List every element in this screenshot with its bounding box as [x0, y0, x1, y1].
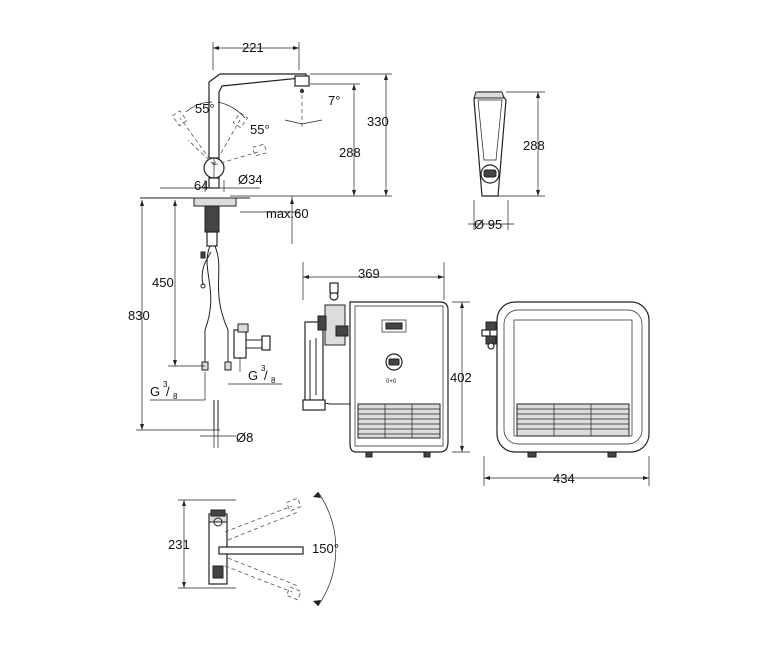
dim-hose-length: 450	[152, 275, 174, 290]
dim-top-depth: 231	[168, 537, 190, 552]
dim-front-height: 288	[523, 138, 545, 153]
thread-left-num: 3	[163, 380, 168, 389]
faucet-side-view: 221 55° 55° 7°	[128, 40, 392, 448]
angle-right: 55°	[250, 122, 270, 137]
dim-max-thickness: max.60	[266, 206, 309, 221]
dim-boiler-height: 402	[450, 370, 472, 385]
dim-boiler-width: 369	[358, 266, 380, 281]
spout-tilt: 7°	[328, 93, 340, 108]
thread-right-num: 3	[261, 364, 266, 373]
angle-left: 55°	[195, 101, 215, 116]
dim-swivel-angle: 150°	[312, 541, 339, 556]
dim-spout-reach: 221	[242, 40, 264, 55]
thread-right: G	[248, 368, 258, 383]
dim-chiller-width: 434	[553, 471, 575, 486]
dim-height-total: 330	[367, 114, 389, 129]
thread-right-den: 8	[271, 376, 276, 385]
dim-tube-diameter: Ø8	[236, 430, 253, 445]
dim-front-diameter: Ø 95	[474, 217, 502, 232]
boiler-unit: 369 0+0	[302, 262, 472, 458]
thread-left-den: 8	[173, 392, 178, 401]
dim-height-body: 288	[339, 145, 361, 160]
svg-text:/: /	[166, 384, 170, 399]
chiller-unit: 434	[481, 301, 650, 486]
boiler-badge: 0+0	[386, 379, 397, 385]
dim-total-length: 830	[128, 308, 150, 323]
thread-left: G	[150, 384, 160, 399]
dim-base-diameter: Ø34	[238, 172, 263, 187]
faucet-top-view: 231 150°	[168, 491, 339, 607]
faucet-front-view: 288 Ø 95	[468, 91, 545, 232]
svg-text:/: /	[264, 368, 268, 383]
boiler-grille	[357, 403, 441, 439]
dim-base-width: 64	[194, 178, 208, 193]
